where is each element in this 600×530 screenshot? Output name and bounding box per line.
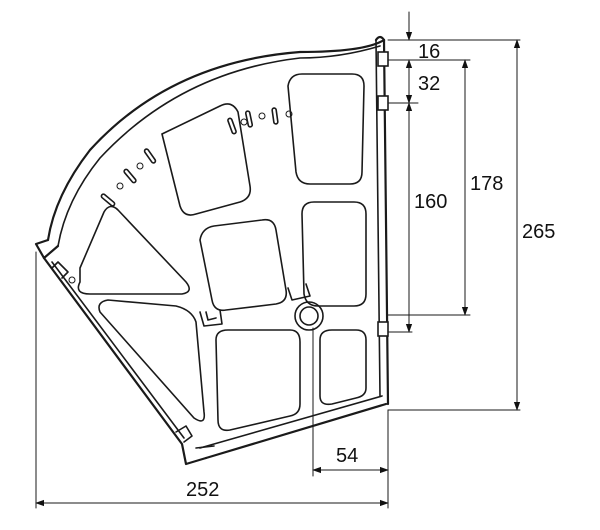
cutout-top-right — [287, 73, 365, 185]
cutouts — [77, 73, 367, 432]
clips — [51, 51, 389, 449]
dimension-labels: 16 32 160 178 265 54 252 — [186, 41, 555, 501]
cutout-middle-left — [199, 218, 288, 312]
cutout-tilted-upper — [161, 103, 252, 216]
cutout-bottom-right — [319, 329, 367, 406]
dimension-lines — [35, 11, 521, 507]
dim-label-54: 54 — [336, 445, 358, 467]
dim-label-252: 252 — [186, 479, 219, 501]
dim-label-265: 265 — [522, 221, 555, 243]
dim-label-178: 178 — [470, 173, 503, 195]
cutout-bottom-left — [215, 329, 301, 432]
cutout-left-triangle — [77, 205, 190, 295]
arc-slots — [68, 107, 293, 284]
pivot-hole — [294, 301, 324, 331]
cutout-lower-triangle — [98, 299, 206, 422]
dim-label-32: 32 — [418, 73, 440, 95]
dim-label-160: 160 — [414, 191, 447, 213]
cutout-middle-right — [301, 201, 367, 307]
dim-label-16: 16 — [418, 41, 440, 63]
